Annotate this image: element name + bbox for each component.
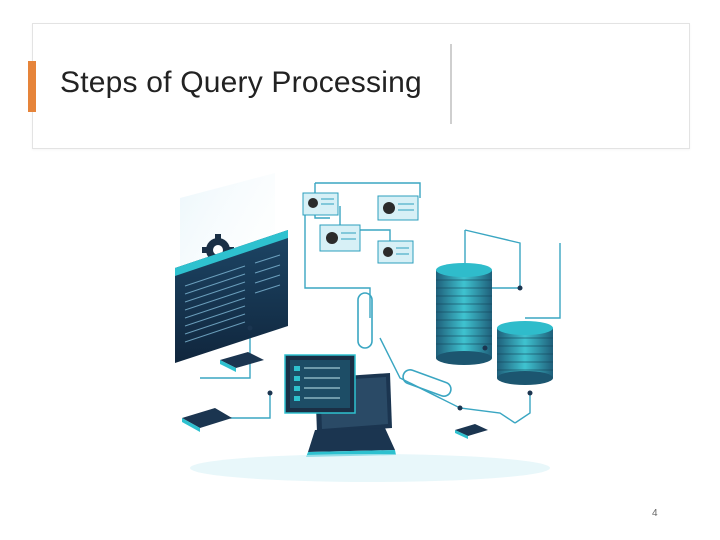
title-box xyxy=(32,23,690,149)
database-icon xyxy=(497,321,553,385)
dashboard-panel xyxy=(175,230,288,363)
page-number: 4 xyxy=(652,508,658,519)
monitor-icon xyxy=(284,354,396,457)
floor-glow xyxy=(190,454,550,482)
title-accent-bar xyxy=(28,61,36,112)
user-card-icon xyxy=(319,224,361,252)
server-icon xyxy=(182,408,232,432)
connection-nodes xyxy=(247,285,533,411)
capsule-connector xyxy=(402,369,452,397)
slide-title: Steps of Query Processing xyxy=(60,66,422,99)
server-icon xyxy=(220,352,264,372)
database-network-illustration xyxy=(175,173,561,482)
capsule-connector xyxy=(357,292,373,349)
server-icon xyxy=(455,424,488,439)
user-card-icon xyxy=(377,195,419,221)
user-card-icon xyxy=(302,192,339,216)
user-card-icon xyxy=(377,240,414,264)
title-divider xyxy=(450,44,452,124)
database-icon xyxy=(436,263,492,365)
